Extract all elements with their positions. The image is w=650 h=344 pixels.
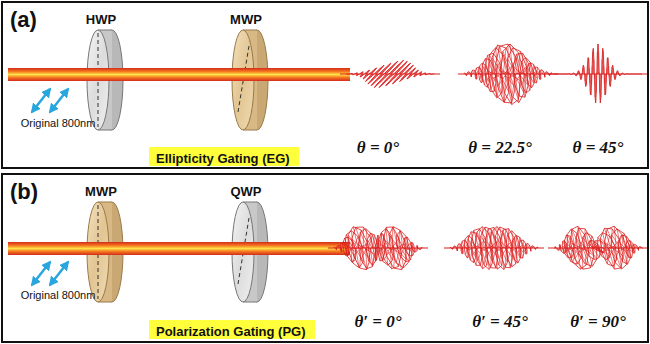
polarization-arrows	[32, 262, 68, 285]
pulse-waveform	[548, 44, 648, 103]
plate-label: MWP	[85, 184, 117, 199]
panel-letter: (b)	[10, 179, 38, 205]
pulse-waveform	[328, 227, 428, 270]
angle-label: θ = 45°	[573, 138, 624, 158]
pulse-waveform	[548, 226, 648, 269]
angle-label: θ = 22.5°	[468, 138, 532, 158]
pulse-waveforms	[328, 44, 648, 270]
panel-letter: (a)	[10, 7, 37, 33]
plate-label: HWP	[86, 12, 116, 27]
gating-label: Ellipticity Gating (EG)	[156, 151, 290, 166]
laser-beam	[8, 242, 350, 255]
angle-label: θ′ = 90°	[570, 312, 626, 332]
gating-box: Polarization Gating (PG)	[149, 320, 315, 339]
pulse-waveform	[458, 44, 558, 105]
gating-box: Ellipticity Gating (EG)	[149, 147, 299, 166]
pulse-waveform	[340, 60, 440, 87]
laser-beam	[8, 68, 350, 81]
beam-label: Original 800nm	[21, 117, 96, 129]
gating-label: Polarization Gating (PG)	[156, 324, 306, 339]
beam-label: Original 800nm	[21, 289, 96, 301]
angle-label: θ′ = 0°	[354, 312, 401, 332]
angle-label: θ′ = 45°	[472, 312, 528, 332]
pulse-waveform	[444, 227, 544, 270]
plate-label: MWP	[230, 12, 262, 27]
angle-label: θ = 0°	[357, 138, 399, 158]
plate-label: QWP	[230, 184, 261, 199]
polarization-arrows	[32, 89, 68, 112]
